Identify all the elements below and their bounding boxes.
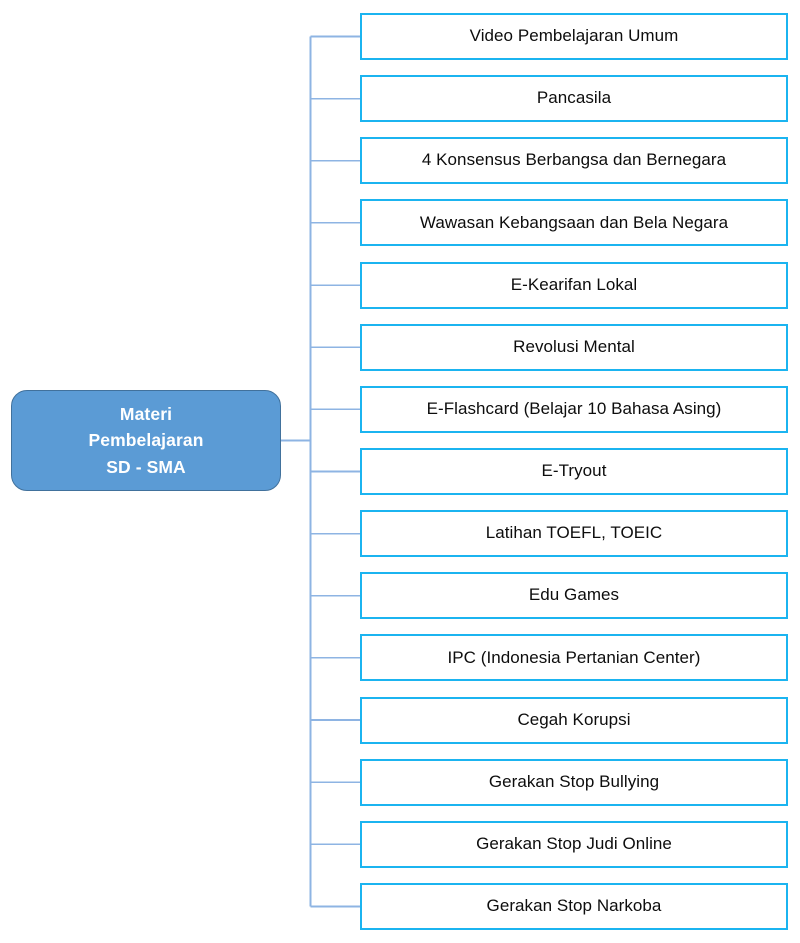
- root-node-materi-pembelajaran[interactable]: Materi Pembelajaran SD - SMA: [11, 390, 281, 491]
- leaf-node-14[interactable]: Gerakan Stop Judi Online: [360, 820, 788, 868]
- leaf-node-11[interactable]: IPC (Indonesia Pertanian Center): [360, 634, 788, 682]
- leaf-node-label: Latihan TOEFL, TOEIC: [485, 523, 663, 543]
- leaf-node-label: Video Pembelajaran Umum: [469, 26, 679, 46]
- leaf-node-label: Cegah Korupsi: [517, 709, 631, 729]
- leaf-node-2[interactable]: Pancasila: [360, 75, 788, 123]
- leaf-node-label: E-Tryout: [541, 461, 607, 481]
- root-node-line-1: Materi: [119, 403, 173, 424]
- leaf-node-10[interactable]: Edu Games: [360, 572, 788, 620]
- leaf-node-3[interactable]: 4 Konsensus Berbangsa dan Bernegara: [360, 137, 788, 185]
- leaf-node-label: 4 Konsensus Berbangsa dan Bernegara: [421, 150, 727, 170]
- root-node-line-3: SD - SMA: [106, 456, 186, 477]
- leaf-node-label: Pancasila: [536, 88, 612, 108]
- leaf-node-label: Wawasan Kebangsaan dan Bela Negara: [419, 212, 729, 232]
- leaf-node-4[interactable]: Wawasan Kebangsaan dan Bela Negara: [360, 199, 788, 247]
- leaf-node-label: Gerakan Stop Bullying: [488, 771, 660, 791]
- leaf-node-1[interactable]: Video Pembelajaran Umum: [360, 13, 788, 60]
- leaf-node-label: Revolusi Mental: [513, 336, 635, 356]
- leaf-node-15[interactable]: Gerakan Stop Narkoba: [360, 882, 788, 930]
- leaf-node-label: E-Kearifan Lokal: [510, 274, 638, 294]
- leaf-node-7[interactable]: E-Flashcard (Belajar 10 Bahasa Asing): [360, 385, 788, 433]
- root-node-line-2: Pembelajaran: [88, 430, 204, 451]
- leaf-node-label: IPC (Indonesia Pertanian Center): [447, 647, 701, 667]
- leaf-node-label: Gerakan Stop Judi Online: [476, 833, 672, 853]
- leaf-node-label: Gerakan Stop Narkoba: [486, 896, 662, 916]
- leaf-node-label: E-Flashcard (Belajar 10 Bahasa Asing): [426, 398, 722, 418]
- leaf-node-label: Edu Games: [528, 585, 620, 605]
- leaf-node-8[interactable]: E-Tryout: [360, 447, 788, 495]
- leaf-node-13[interactable]: Gerakan Stop Bullying: [360, 758, 788, 806]
- leaf-node-5[interactable]: E-Kearifan Lokal: [360, 261, 788, 309]
- leaf-node-12[interactable]: Cegah Korupsi: [360, 696, 788, 744]
- leaf-node-6[interactable]: Revolusi Mental: [360, 323, 788, 371]
- leaf-node-9[interactable]: Latihan TOEFL, TOEIC: [360, 510, 788, 558]
